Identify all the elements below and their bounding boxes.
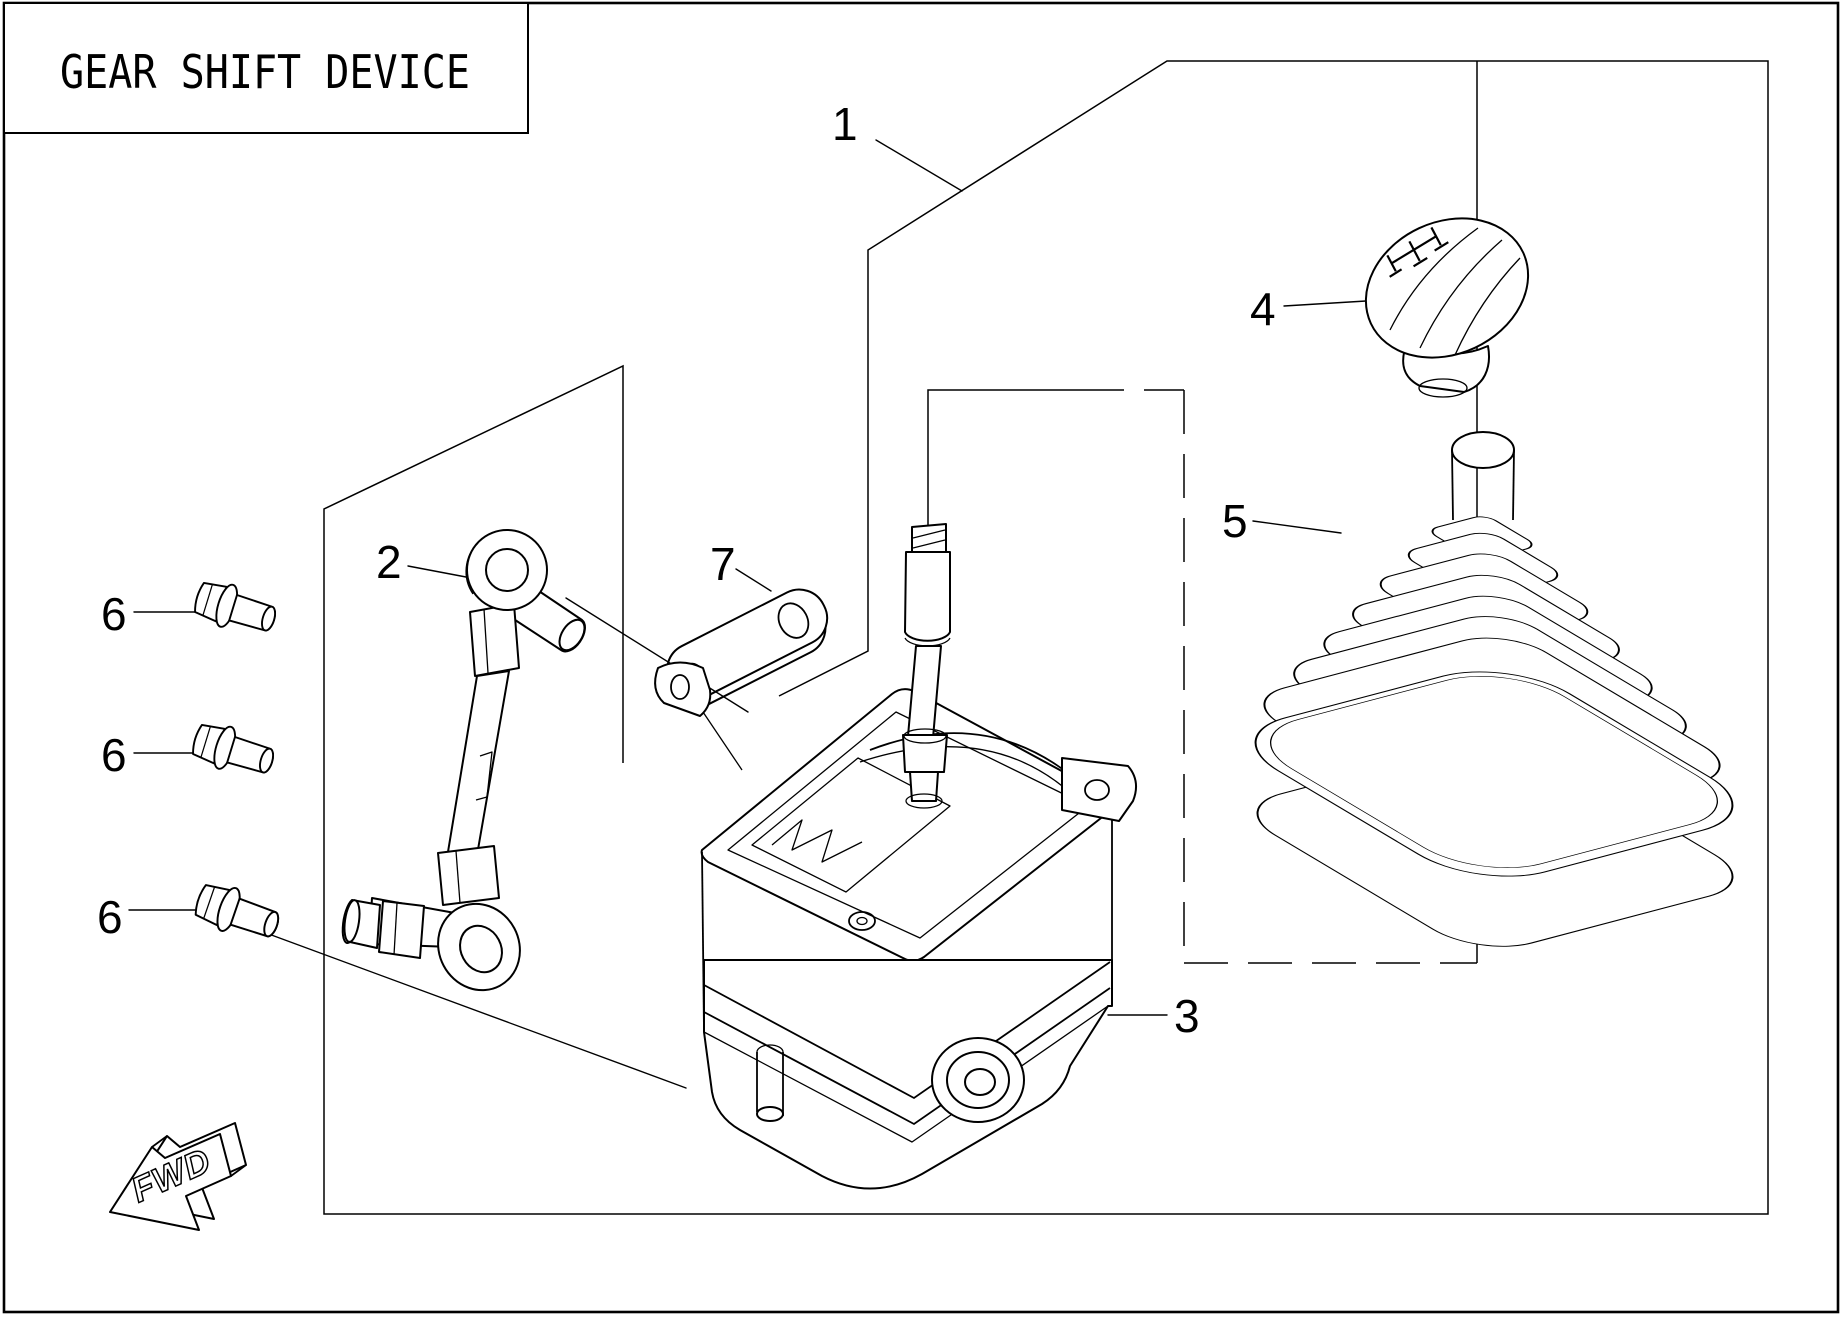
part-6-bolt-2	[187, 716, 280, 785]
shift-pattern-engraving	[1386, 226, 1449, 278]
callout-6b: 6	[101, 729, 127, 781]
title-box: GEAR SHIFT DEVICE	[3, 2, 529, 134]
callout-labels: 1 2 3 4 5 6 6 6 7	[97, 98, 1276, 1042]
callout-3: 3	[1174, 990, 1200, 1042]
part-6-bolt-3	[190, 876, 286, 949]
shift-lever	[902, 523, 951, 809]
assembly-axis-line	[565, 597, 749, 713]
callout-6c: 6	[97, 891, 123, 943]
callout-7: 7	[710, 538, 736, 590]
part-6-bolt-1	[189, 574, 282, 643]
part-4-shift-knob	[1364, 217, 1530, 398]
callout-2: 2	[376, 536, 402, 588]
assembly-boundary	[323, 60, 1769, 1215]
callout-5: 5	[1222, 495, 1248, 547]
part-3-shift-mechanism	[654, 523, 1138, 1190]
page-title: GEAR SHIFT DEVICE	[60, 45, 470, 99]
callout-4: 4	[1250, 283, 1276, 335]
part-5-rubber-boot	[1254, 431, 1734, 947]
callout-6a: 6	[101, 588, 127, 640]
part-2-linkage-rod	[341, 529, 586, 992]
fwd-direction-arrow: FWD	[109, 1122, 247, 1231]
callout-1: 1	[832, 98, 858, 150]
